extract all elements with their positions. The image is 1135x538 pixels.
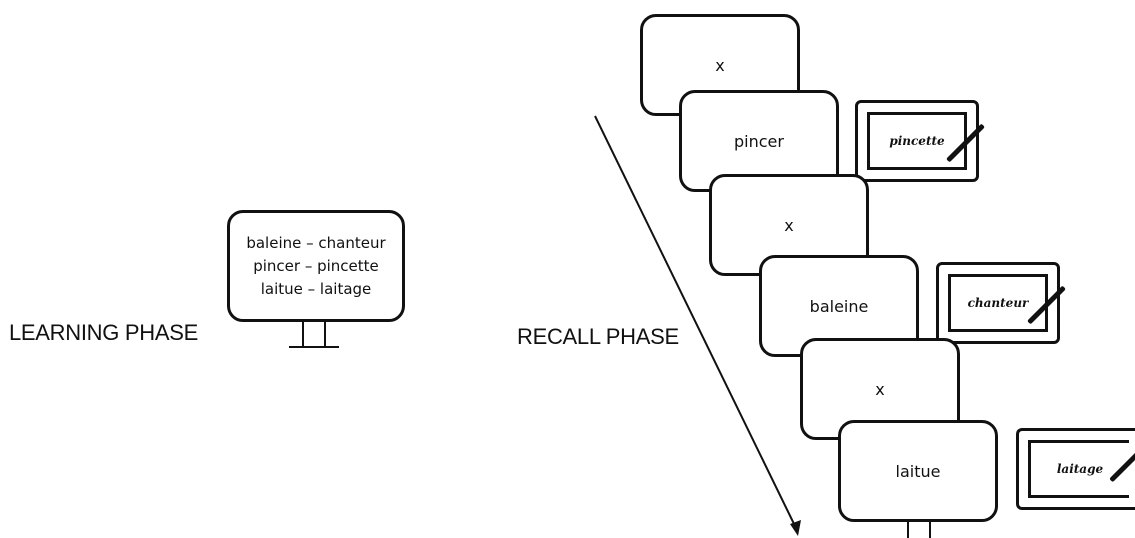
tablet-screen: chanteur: [948, 274, 1048, 332]
tablet-icon-2: chanteur: [936, 262, 1060, 344]
tablet-icon-3: laitage: [1016, 428, 1135, 510]
learning-phase-label: LEARNING PHASE: [9, 320, 198, 345]
monitor-stand-left: [907, 522, 909, 538]
monitor-stand-left: [302, 322, 304, 346]
word-pair-1: baleine – chanteur: [246, 233, 386, 252]
tablet-icon-1: pincette: [855, 100, 979, 182]
word-pair-2: pincer – pincette: [253, 256, 379, 275]
learning-monitor: baleine – chanteur pincer – pincette lai…: [227, 210, 405, 322]
response-laitage: laitage: [1056, 462, 1104, 476]
response-pincette: pincette: [889, 134, 945, 148]
word-pair-3: laitue – laitage: [260, 279, 372, 298]
monitor-stand-right: [929, 522, 931, 538]
monitor-stand-base: [289, 346, 339, 348]
tablet-screen: laitage: [1028, 440, 1129, 498]
response-chanteur: chanteur: [967, 296, 1029, 310]
recall-screen-cue-laitue: laitue: [838, 420, 998, 522]
recall-phase-label: RECALL PHASE: [517, 324, 679, 349]
tablet-screen: pincette: [867, 112, 967, 170]
monitor-stand-right: [324, 322, 326, 346]
